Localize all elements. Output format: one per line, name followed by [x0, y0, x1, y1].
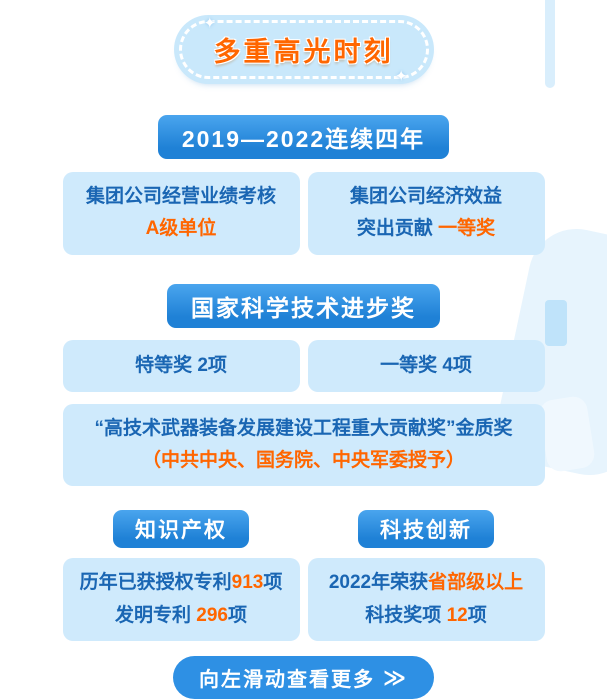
ip-column: 知识产权 历年已获授权专利913项 发明专利 296项	[62, 510, 300, 642]
card-line: 科技奖项 12项	[316, 600, 537, 632]
swipe-left-button[interactable]: 向左滑动查看更多 ≫	[172, 656, 435, 699]
banner-2019-2022: 2019—2022连续四年	[157, 115, 450, 159]
card-line: 历年已获授权专利913项	[71, 567, 292, 599]
sparkle-icon: ✦	[394, 68, 408, 85]
ip-tech-section: 知识产权 历年已获授权专利913项 发明专利 296项 科技创新 2022年荣获…	[62, 510, 545, 642]
page-title: 多重高光时刻	[213, 37, 394, 67]
banner-intellectual-property: 知识产权	[113, 510, 249, 549]
card-text: 项	[263, 572, 283, 594]
swipe-left-label: 向左滑动查看更多	[198, 669, 375, 692]
tech-column: 科技创新 2022年荣获省部级以上 科技奖项 12项	[307, 510, 545, 642]
card-economic-benefit: 集团公司经济效益 突出贡献 一等奖	[307, 172, 545, 255]
highlights-infographic: ✦ 多重高光时刻 ✦ 2019—2022连续四年 集团公司经营业绩考核 A级单位…	[62, 15, 545, 699]
card-text: 项	[227, 604, 247, 626]
card-highlight: 12	[446, 604, 468, 626]
double-chevron-right-icon: ≫	[382, 664, 409, 690]
card-highlight: 一等奖	[438, 218, 496, 240]
card-highlight: 省部级以上	[428, 572, 524, 594]
banner-tech-innovation: 科技创新	[358, 510, 494, 549]
page-title-pill: ✦ 多重高光时刻 ✦	[178, 15, 429, 85]
card-highlight: A级单位	[145, 218, 217, 240]
card-line: 集团公司经营业绩考核	[85, 186, 276, 207]
card-highlight: 913	[231, 572, 264, 594]
sparkle-icon: ✦	[203, 15, 217, 32]
card-line: 发明专利 296项	[71, 600, 292, 632]
card-special-prize: 特等奖 2项	[62, 339, 300, 392]
decor-right-strip	[545, 0, 555, 88]
award-cards-row: 特等奖 2项 一等奖 4项	[62, 339, 545, 392]
card-text: 历年已获授权专利	[79, 572, 232, 594]
card-line: 2022年荣获省部级以上	[316, 567, 537, 599]
card-gold-medal: “高技术武器装备发展建设工程重大贡献奖”金质奖 （中共中央、国务院、中央军委授予…	[62, 403, 545, 487]
card-text: 突出贡献	[356, 218, 439, 240]
card-text: 2022年荣获	[328, 572, 429, 594]
card-first-prize: 一等奖 4项	[307, 339, 545, 392]
card-text: 科技奖项	[365, 604, 447, 626]
card-tech-awards: 2022年荣获省部级以上 科技奖项 12项	[307, 558, 545, 642]
card-line: 突出贡献 一等奖	[316, 213, 537, 245]
card-highlight: 296	[196, 604, 228, 626]
card-patents: 历年已获授权专利913项 发明专利 296项	[62, 558, 300, 642]
decor-right-bracket	[545, 300, 567, 346]
card-text: 项	[467, 604, 487, 626]
banner-science-award: 国家科学技术进步奖	[167, 283, 440, 328]
card-highlight: （中共中央、国务院、中央军委授予）	[141, 450, 465, 472]
card-line: 集团公司经济效益	[349, 186, 502, 207]
card-text: 发明专利	[115, 604, 197, 626]
card-performance-assessment: 集团公司经营业绩考核 A级单位	[62, 172, 300, 255]
year-cards-row: 集团公司经营业绩考核 A级单位 集团公司经济效益 突出贡献 一等奖	[62, 172, 545, 255]
card-line: “高技术武器装备发展建设工程重大贡献奖”金质奖	[94, 417, 513, 439]
